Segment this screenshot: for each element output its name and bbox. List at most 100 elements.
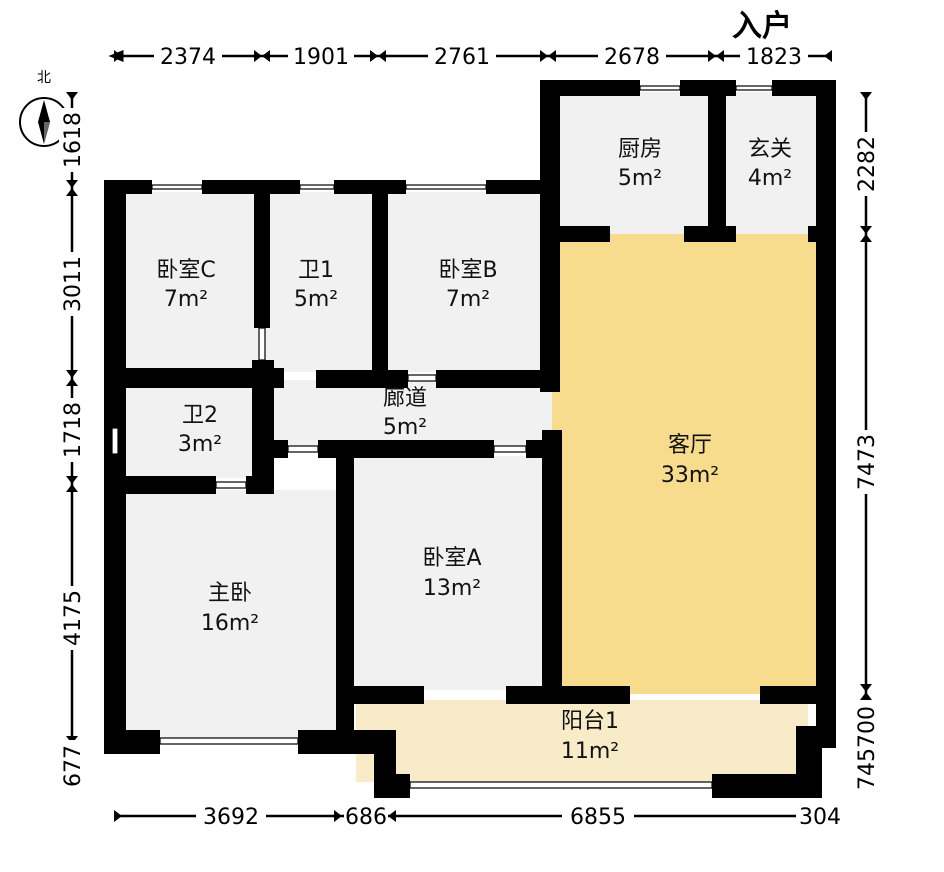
dim-tick [66,180,78,196]
floor-bedroom-b [380,192,548,372]
dim-top-1: 1901 [293,45,349,70]
wall [816,80,836,748]
room-area-bedroom-b: 7m² [446,287,490,312]
room-name-bedroom-a: 卧室A [422,546,481,571]
wall [540,240,560,392]
dim-top-0: 2374 [160,45,216,70]
room-name-bath-2: 卫2 [182,403,218,428]
wall [796,726,822,798]
room-area-master: 16m² [201,611,259,636]
room-area-corridor: 5m² [383,415,427,440]
wall [350,686,424,704]
floor-corridor [264,380,556,448]
wall [104,180,152,194]
dim-top-2: 2761 [434,45,490,70]
dim-tick [540,50,556,62]
floor-kitchen [556,92,716,234]
dim-label-bg [853,700,879,796]
room-name-living: 客厅 [668,433,712,458]
wall [318,440,494,458]
wall [374,774,410,798]
room-area-balcony: 11m² [561,739,619,764]
room-name-bedroom-c: 卧室C [156,258,215,283]
windows [111,85,773,789]
window [407,374,437,382]
wall [254,192,270,328]
wall [540,80,640,96]
wall [372,192,388,372]
wall [104,476,216,494]
dim-label-bg [562,803,634,829]
dim-bottom-2: 6855 [570,805,626,830]
dim-left-3: 4175 [61,590,86,646]
floors [120,92,820,782]
wall [684,226,736,242]
dimension-labels: 2374 1901 2761 2678 1823 3692 686 6855 3… [59,42,880,830]
dim-label-bg [59,398,85,462]
dim-left-4: 677 [61,745,86,787]
dim-label-bg [59,740,85,790]
room-name-corridor: 廊道 [383,386,427,411]
room-name-master: 主卧 [208,581,252,606]
window [258,327,266,361]
room-name-kitchen: 厨房 [618,137,662,162]
room-name-bath-1: 卫1 [298,258,334,283]
window [151,184,203,190]
dim-label-bg [196,803,266,829]
room-area-bedroom-a: 13m² [423,576,481,601]
window [111,427,119,455]
wall [556,226,610,242]
window [299,184,335,190]
wall [334,180,406,194]
dim-left-1: 3011 [61,256,86,312]
floor-bedroom-c [120,192,260,372]
dim-bottom-3: 304 [799,805,841,830]
wall [542,430,562,690]
dim-right-2: 745700 [855,706,880,790]
floor-foyer [716,92,820,234]
room-labels: 卧室C 7m² 卫1 5m² 卧室B 7m² 厨房 5m² 玄关 4m² 廊道 … [156,137,792,764]
dim-label-bg [428,42,496,68]
room-area-bath-2: 3m² [178,432,222,457]
window [639,85,681,91]
dim-tick [860,92,872,100]
room-name-bedroom-b: 卧室B [438,258,497,283]
wall [252,440,288,458]
floor-living [552,234,818,694]
dim-tick [66,370,78,386]
wall [526,440,562,458]
dim-label-bg [59,108,85,172]
wall [316,370,408,388]
floor-bedroom-a [350,456,548,690]
room-area-foyer: 4m² [748,166,792,191]
window [287,445,319,453]
entrance-label: 入户 [732,9,792,44]
window [735,85,773,91]
dim-top-4: 1823 [746,45,802,70]
dim-label-bg [853,132,879,196]
dim-left-2: 1718 [61,402,86,458]
wall [252,360,274,494]
wall [104,180,126,746]
dim-bottom-0: 3692 [203,805,259,830]
room-name-foyer: 玄关 [748,137,792,162]
dim-tick [860,226,872,242]
wall [540,80,560,246]
dim-tick [370,50,386,62]
wall [104,730,160,754]
compass: 北 [19,70,69,147]
wall [202,180,300,194]
wall [246,476,274,494]
dim-label-bg [853,430,879,494]
dim-tick [254,50,270,62]
dim-tick [824,50,832,62]
floor-balcony [356,700,808,782]
room-area-bedroom-c: 7m² [164,287,208,312]
room-area-living: 33m² [661,463,719,488]
dim-label-bg [796,803,848,829]
dim-label-bg [154,42,222,68]
room-area-kitchen: 5m² [618,166,662,191]
dim-top-3: 2678 [604,45,660,70]
dim-right-1: 7473 [855,434,880,490]
